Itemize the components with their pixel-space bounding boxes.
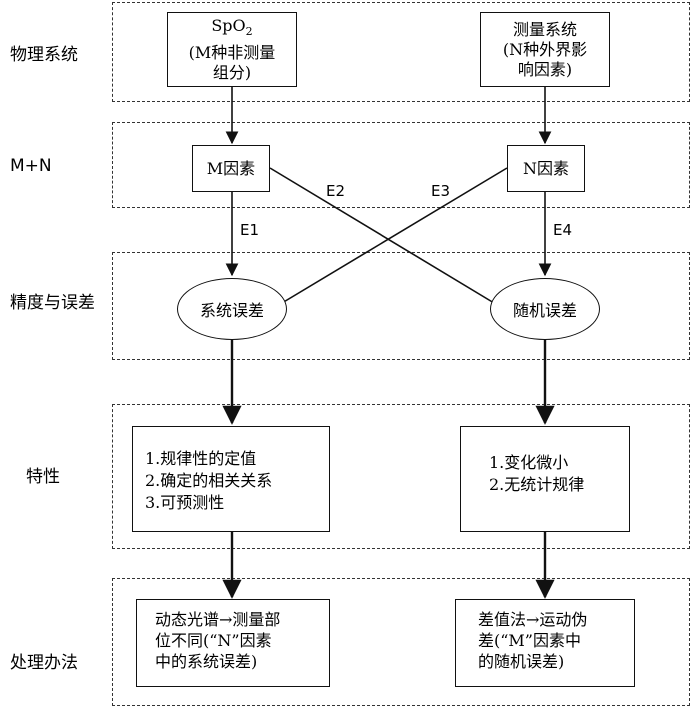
- measure-line2: (N种外界影: [502, 39, 588, 59]
- row-label-precision: 精度与误差: [10, 293, 95, 313]
- property-left-item-3: 3.可预测性: [145, 493, 225, 512]
- edge-label-e3: E3: [431, 182, 451, 200]
- property-right-item-2: 2.无统计规律: [489, 475, 585, 494]
- row-label-physical: 物理系统: [10, 45, 78, 65]
- method-right-line-1: 差值法→运动伪: [478, 610, 588, 629]
- spo2-line2: (M种非测量: [188, 42, 276, 62]
- edge-label-e1: E1: [240, 221, 260, 239]
- band-processing: [112, 578, 690, 706]
- right-method-box: 差值法→运动伪 差(“M”因素中 的随机误差): [455, 599, 635, 687]
- n-factor-box: N因素: [507, 145, 585, 192]
- row-label-processing: 处理办法: [10, 653, 78, 673]
- method-left-line-1: 动态光谱→测量部: [155, 610, 281, 629]
- measurement-system-box: 测量系统 (N种外界影 响因素): [480, 12, 610, 87]
- method-right-line-2: 差(“M”因素中: [478, 631, 581, 650]
- row-label-mn: M+N: [10, 156, 52, 176]
- arrow-e2: [269, 167, 506, 310]
- method-left-line-2: 位不同(“N”因素: [155, 631, 272, 650]
- spo2-box: SpO2 (M种非测量 组分): [167, 12, 297, 87]
- edge-label-e2: E2: [326, 182, 346, 200]
- band-precision-error: [112, 252, 690, 360]
- edge-label-e4: E4: [553, 221, 573, 239]
- band-property: [112, 404, 690, 549]
- random-error-ellipse: 随机误差: [490, 278, 600, 340]
- property-left-item-2: 2.确定的相关关系: [145, 471, 273, 490]
- left-method-box: 动态光谱→测量部 位不同(“N”因素 中的系统误差): [136, 599, 330, 687]
- systematic-property-box: 1.规律性的定值 2.确定的相关关系 3.可预测性: [132, 426, 330, 532]
- band-physical-system: [112, 2, 690, 102]
- measure-line3: 响因素): [517, 59, 573, 79]
- spo2-line3: 组分): [212, 62, 252, 82]
- property-right-item-1: 1.变化微小: [489, 453, 569, 472]
- arrow-e3: [270, 167, 508, 310]
- band-m-plus-n: [112, 122, 690, 208]
- method-right-line-3: 的随机误差): [478, 652, 565, 671]
- property-left-item-1: 1.规律性的定值: [145, 449, 257, 468]
- row-label-property: 特性: [26, 467, 60, 487]
- measure-line1: 测量系统: [512, 19, 577, 39]
- random-property-box: 1.变化微小 2.无统计规律: [460, 426, 630, 532]
- method-left-line-3: 中的系统误差): [155, 652, 258, 671]
- m-factor-box: M因素: [192, 145, 270, 192]
- systematic-error-ellipse: 系统误差: [177, 278, 287, 340]
- spo2-label: SpO: [211, 16, 246, 36]
- spo2-subscript: 2: [245, 25, 253, 39]
